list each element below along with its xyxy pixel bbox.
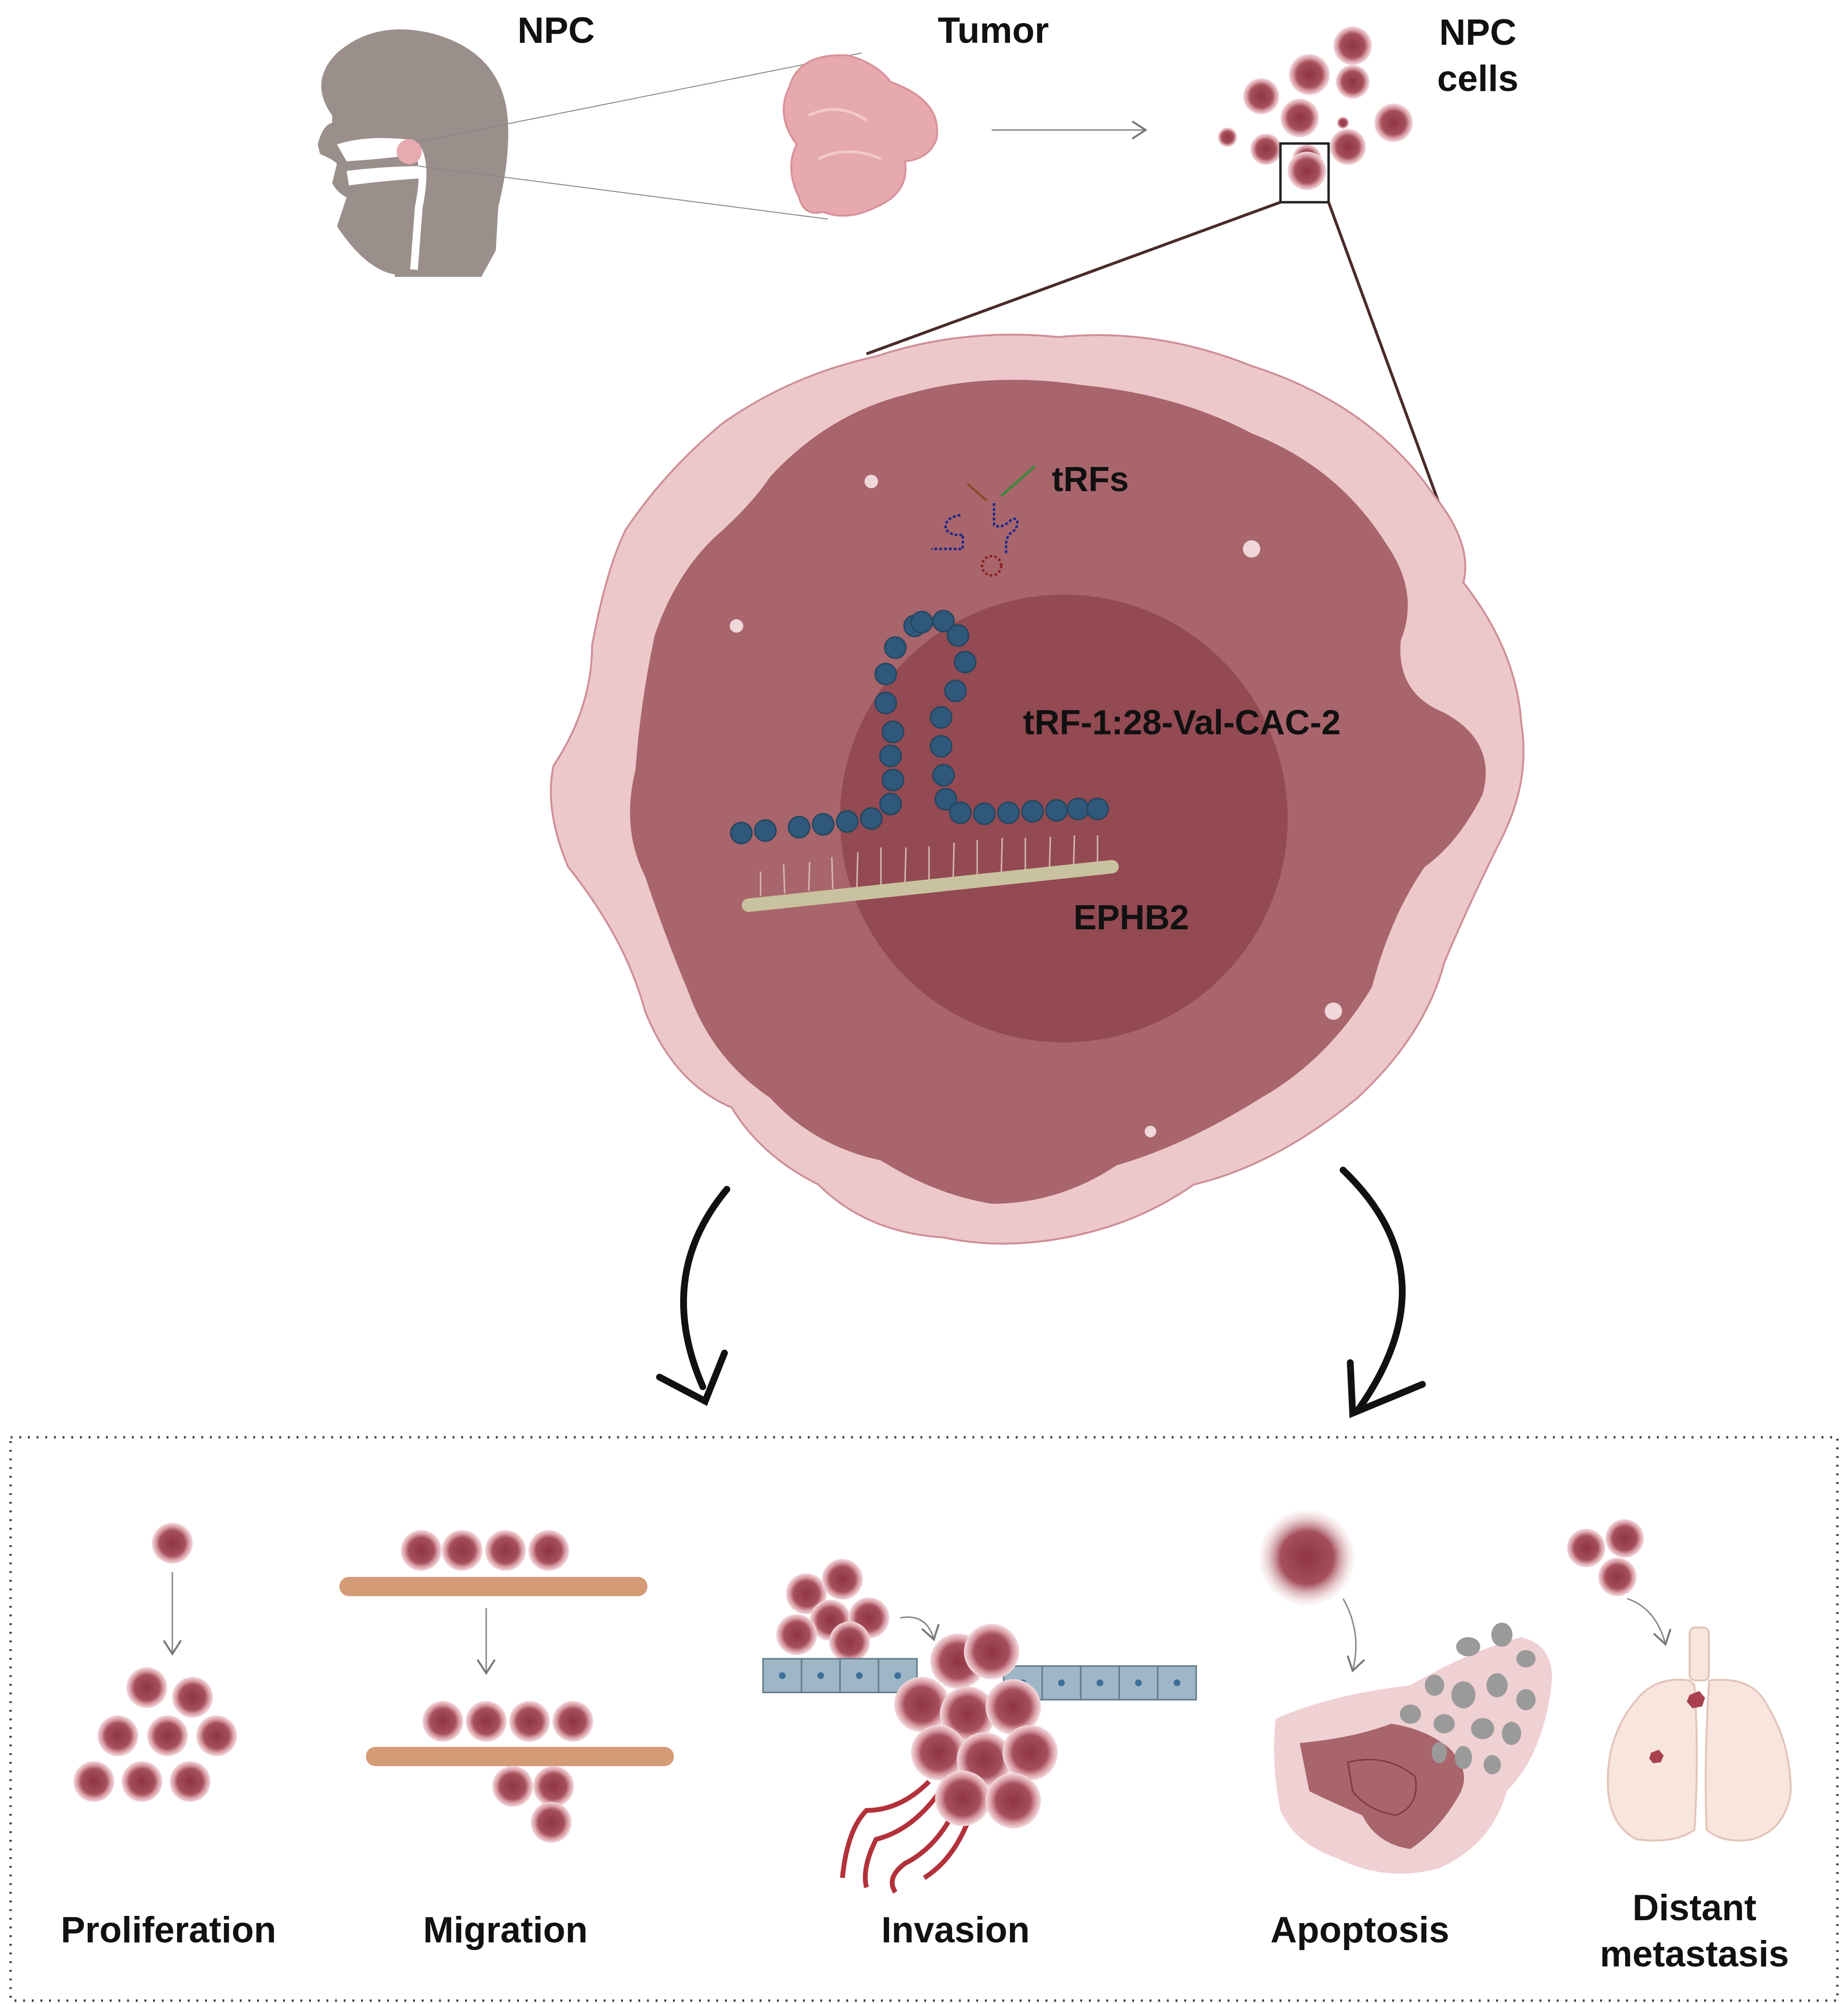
migration-illustration xyxy=(339,1530,674,1843)
label-trf-name: tRF-1:28-Val-CAC-2 xyxy=(1023,703,1341,742)
head-silhouette-icon xyxy=(318,29,508,277)
outcome-distant-metastasis: Distant metastasis xyxy=(1555,1885,1834,1978)
trfs-icon xyxy=(931,465,1036,577)
npc-cells-cluster xyxy=(1218,26,1413,190)
tumor-icon xyxy=(783,54,938,217)
distant-metastasis-illustration xyxy=(1567,1519,1792,1842)
invasion-illustration xyxy=(762,1559,1197,1894)
zoom-box xyxy=(1279,142,1330,204)
outcome-distant-metastasis-line1: Distant xyxy=(1632,1887,1757,1928)
outcome-migration: Migration xyxy=(423,1910,588,1951)
label-npc: NPC xyxy=(517,10,595,51)
outcome-apoptosis: Apoptosis xyxy=(1270,1910,1449,1951)
label-npc-cells-line1: NPC xyxy=(1439,12,1517,53)
outcome-distant-metastasis-line2: metastasis xyxy=(1600,1934,1789,1975)
label-npc-cells: NPC cells xyxy=(1425,10,1531,102)
outcome-proliferation: Proliferation xyxy=(61,1910,276,1951)
outcomes-box xyxy=(9,1436,1839,2002)
zoom-line xyxy=(418,166,828,220)
proliferation-illustration xyxy=(73,1523,237,1802)
curved-arrow-left-icon xyxy=(656,1186,730,1406)
label-trfs: tRFs xyxy=(1052,460,1129,499)
zoom-line xyxy=(866,201,1281,355)
apoptosis-illustration xyxy=(1259,1510,1552,1874)
label-tumor: Tumor xyxy=(938,10,1049,51)
outcome-invasion: Invasion xyxy=(881,1910,1030,1951)
enlarged-npc-cell xyxy=(550,334,1525,1245)
label-npc-cells-line2: cells xyxy=(1437,58,1519,99)
lungs-icon xyxy=(1606,1627,1792,1842)
ephb2-mrna xyxy=(742,835,1119,912)
curved-arrow-right-icon xyxy=(1340,1167,1426,1418)
zoom-line xyxy=(416,52,862,143)
label-ephb2: EPHB2 xyxy=(1073,898,1189,937)
